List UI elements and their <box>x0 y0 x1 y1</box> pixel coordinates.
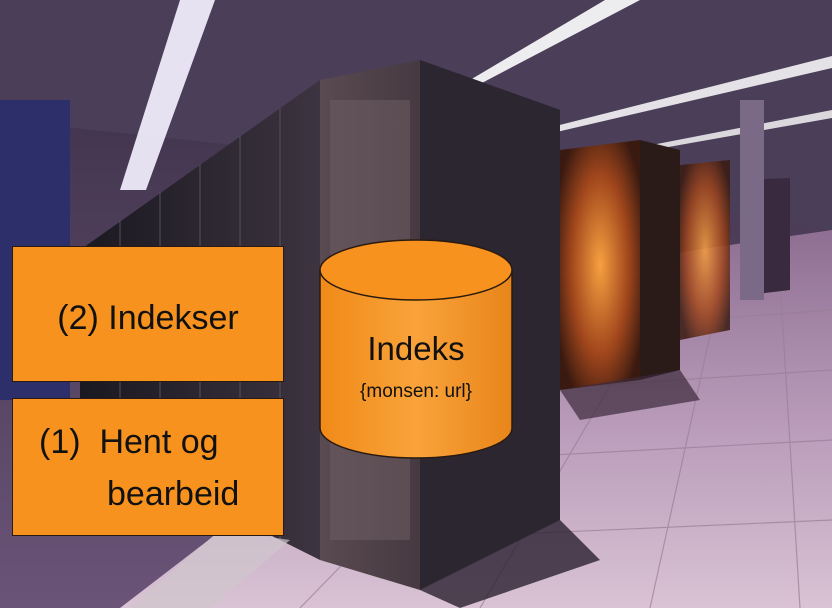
step1-hent-box: (1) Hent og bearbeid <box>12 398 284 536</box>
database-subtitle: {monsen: url} <box>360 381 472 402</box>
database-title: Indeks <box>367 330 465 367</box>
step1-label-line2: bearbeid <box>107 475 240 513</box>
step1-label-line1: (1) Hent og <box>39 423 219 461</box>
step2-indekser-box: (2) Indekser <box>12 246 284 382</box>
database-cylinder-shape <box>319 239 513 459</box>
step2-label: (2) Indekser <box>57 299 239 337</box>
